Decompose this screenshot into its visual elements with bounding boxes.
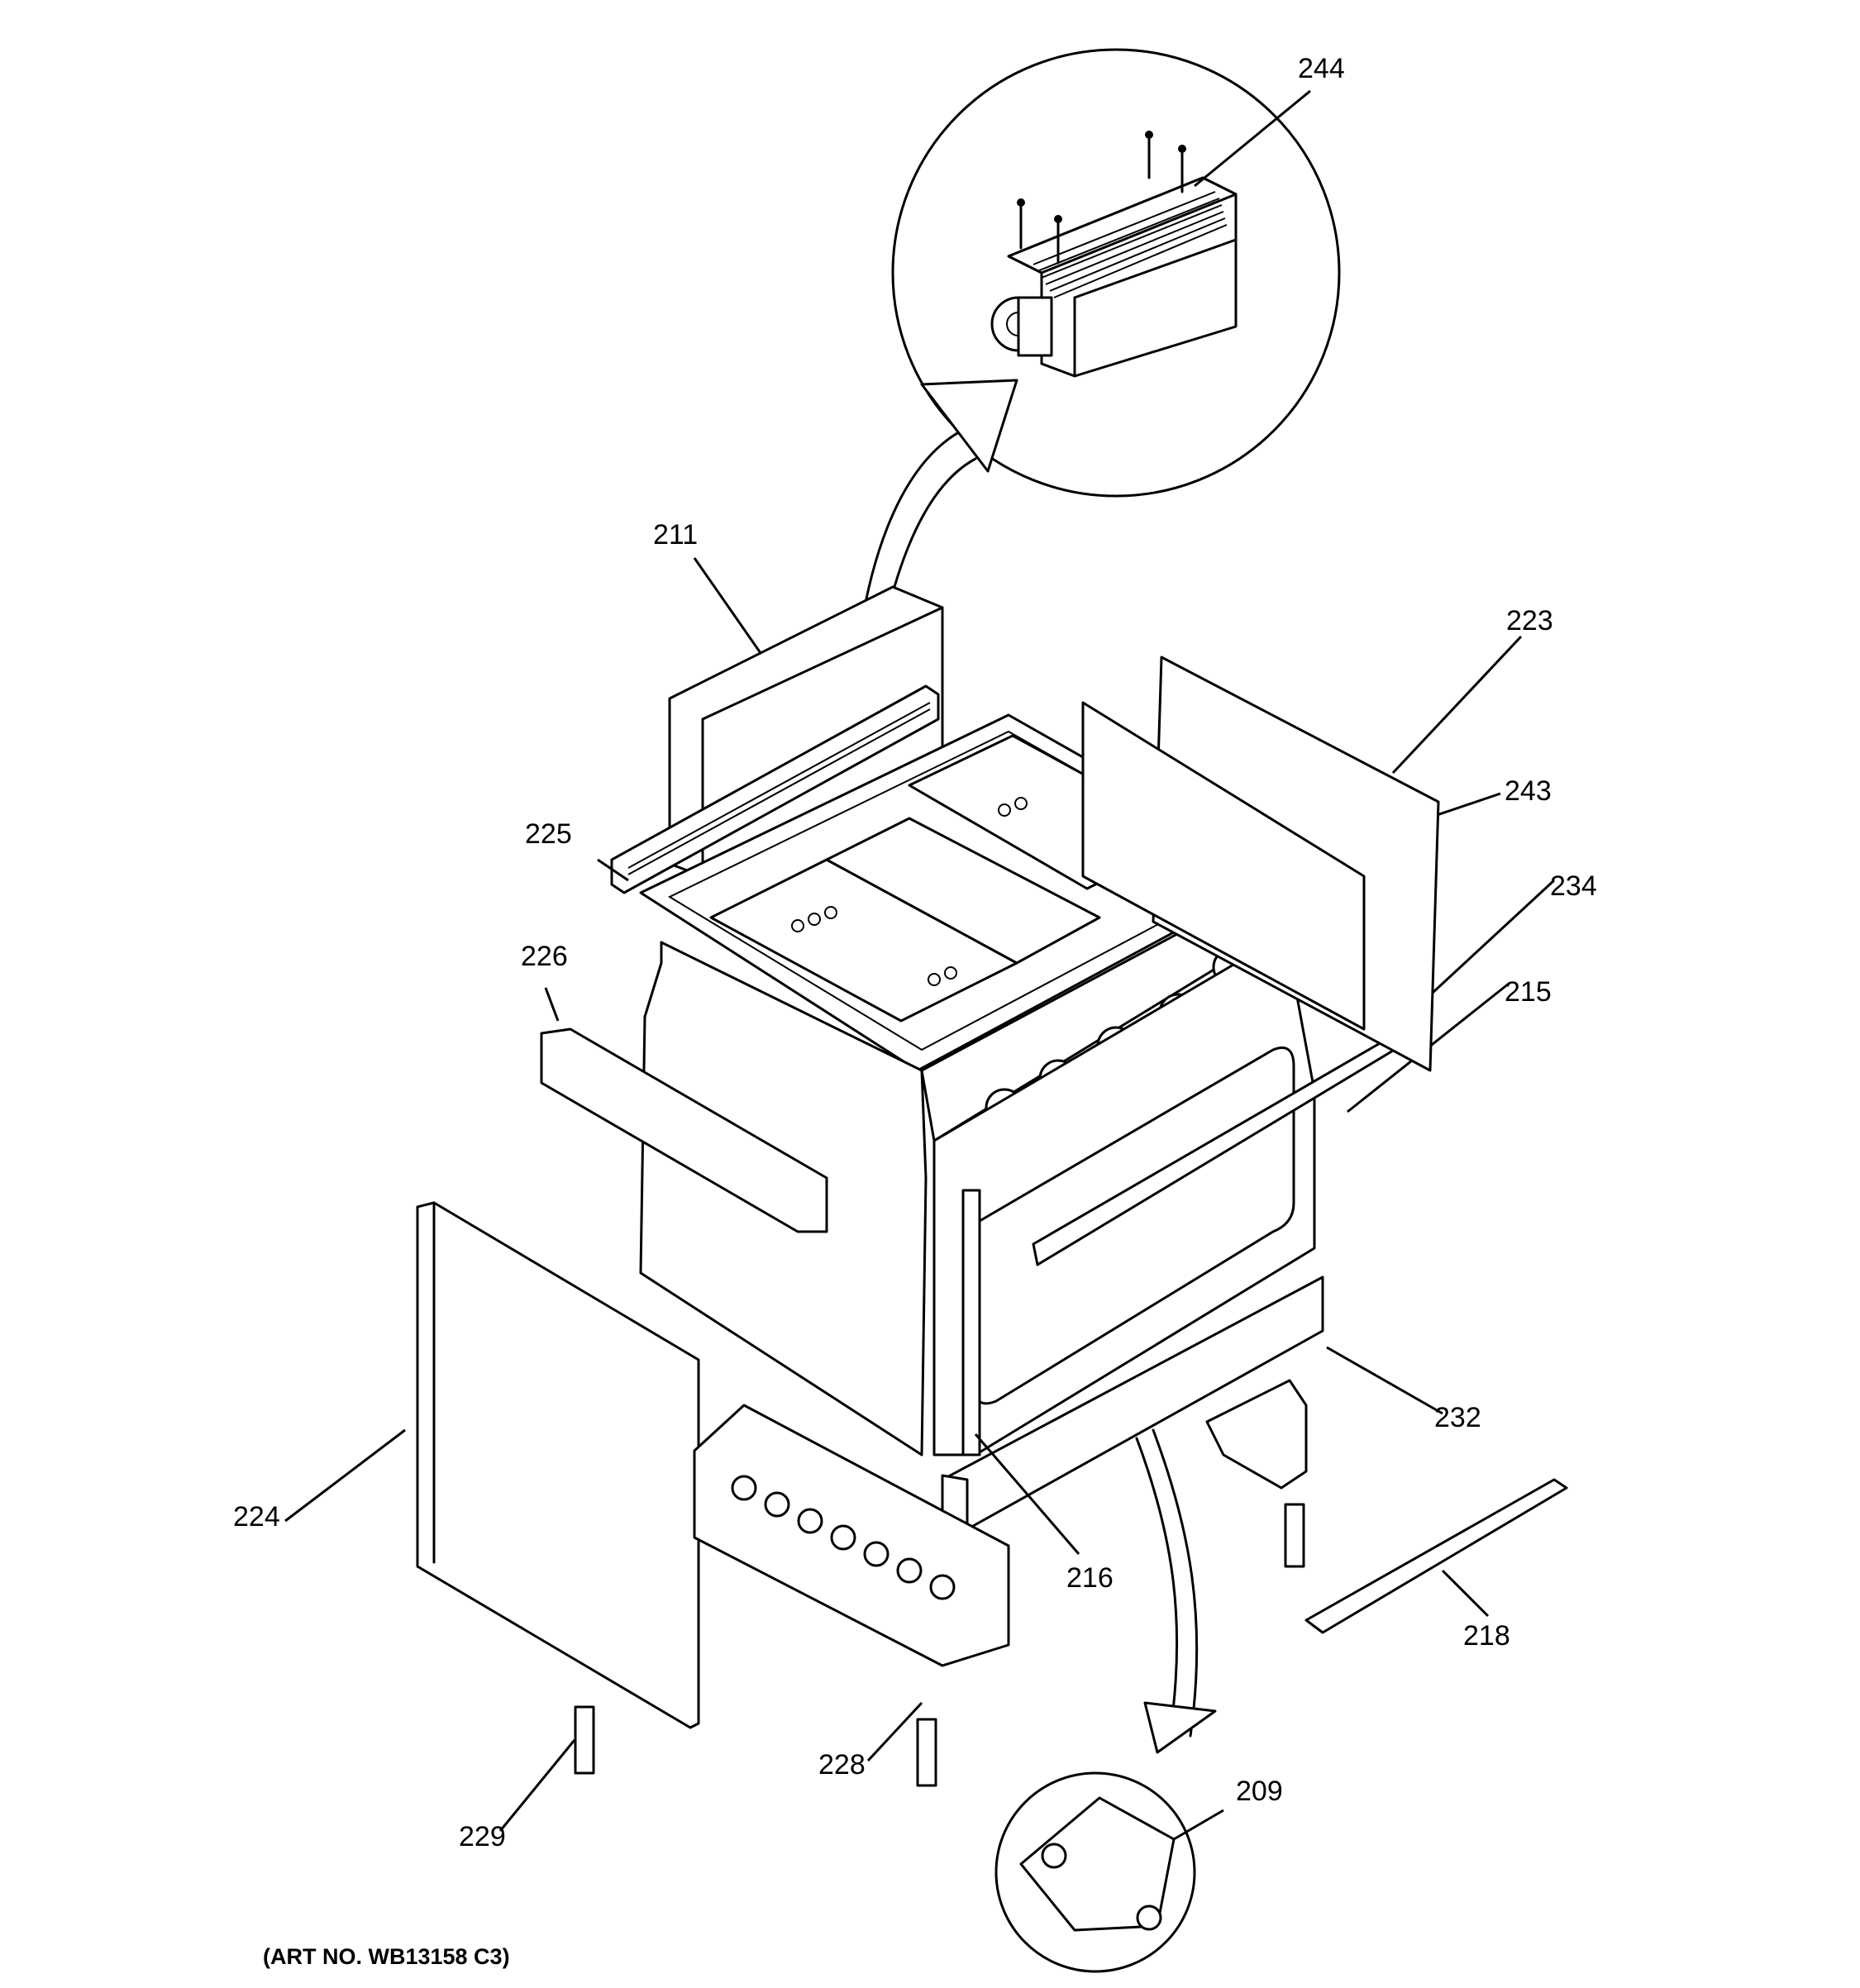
trim-strip-218: [1304, 1478, 1568, 1634]
callout-215: 215: [1505, 976, 1552, 1008]
callout-243: 243: [1505, 775, 1552, 807]
callout-226: 226: [521, 941, 568, 972]
callout-244: 244: [1298, 53, 1345, 84]
callout-225: 225: [525, 818, 572, 850]
callout-209: 209: [1236, 1776, 1283, 1807]
callout-224: 224: [233, 1501, 280, 1533]
art-number: (ART NO. WB13158 C3): [263, 1944, 510, 1969]
callout-229: 229: [459, 1821, 506, 1852]
callout-216: 216: [1066, 1562, 1114, 1594]
callout-234: 234: [1550, 870, 1597, 902]
callout-232: 232: [1434, 1402, 1481, 1433]
callout-218: 218: [1463, 1620, 1510, 1652]
trim-block-226: [540, 987, 828, 1233]
callout-223: 223: [1506, 605, 1553, 636]
leveling-legs: [498, 1503, 1305, 1832]
blower-screws: [1017, 131, 1186, 265]
detail-circle-thermostat: [994, 1428, 1224, 1973]
callout-211: 211: [653, 519, 699, 551]
detail-circle-blower: [891, 48, 1341, 498]
base-frame: [693, 1379, 1308, 1762]
vent-trim-225: [597, 684, 940, 894]
arrow-to-blower-detail: [850, 379, 1018, 729]
range-body: [639, 713, 1556, 1568]
left-side-panel-224: [284, 1201, 700, 1729]
callout-228: 228: [818, 1749, 866, 1781]
right-side-panel: [1081, 701, 1366, 1031]
